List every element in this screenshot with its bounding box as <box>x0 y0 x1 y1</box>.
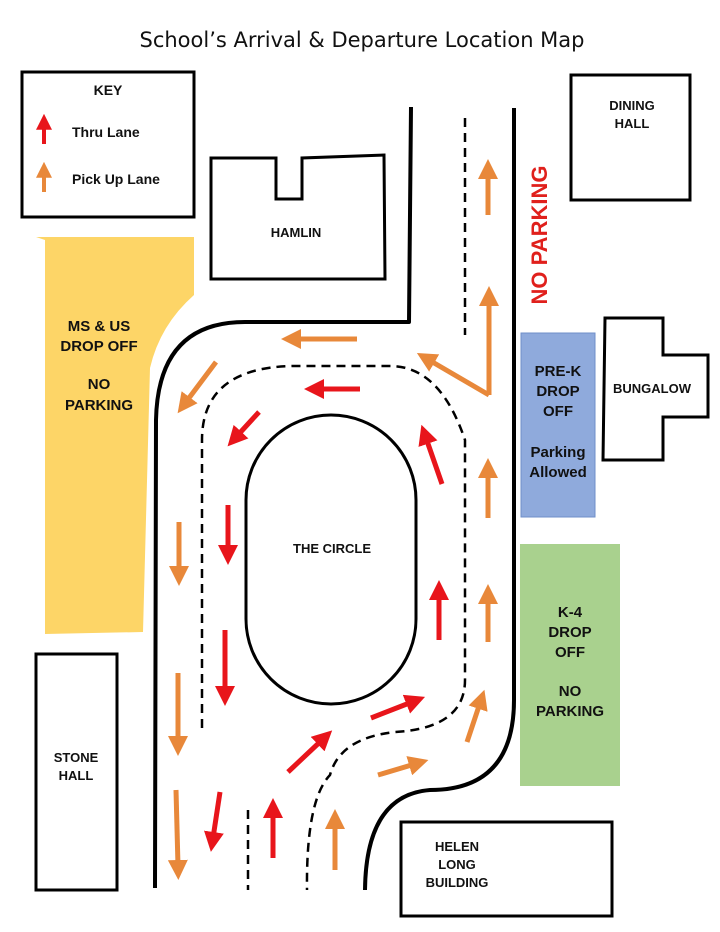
k4-dropoff-zone <box>520 544 620 786</box>
bungalow-building <box>601 316 710 462</box>
helen-long-label-line2: LONG <box>438 857 476 872</box>
key-box <box>20 70 196 219</box>
prek-label-line5: Allowed <box>529 464 587 481</box>
bungalow-label: BUNGALOW <box>613 381 692 396</box>
dining-hall-label-line2: HALL <box>615 116 650 131</box>
thru-arrow-icon <box>204 791 224 852</box>
k4-label-line5: PARKING <box>536 703 604 720</box>
road-left-curb <box>153 106 413 889</box>
thru-arrow-icon <box>227 410 261 447</box>
stone-hall-building <box>34 652 119 892</box>
stone-hall-label-line1: STONE <box>54 750 99 765</box>
key-heading: KEY <box>94 82 123 98</box>
pickup-arrow-icon <box>167 789 188 880</box>
thru-arrow-icon <box>418 424 445 485</box>
pickup-arrow-icon <box>464 689 488 743</box>
k4-label-line3: OFF <box>555 644 585 661</box>
k4-label-line4: NO <box>559 683 582 700</box>
road-right-curb <box>363 108 516 891</box>
dining-hall-label-line1: DINING <box>609 98 655 113</box>
thru-arrow-icon <box>370 694 426 721</box>
key-pickup-label: Pick Up Lane <box>72 171 160 187</box>
dining-hall-building <box>569 73 692 202</box>
prek-label-line1: PRE-K <box>535 363 582 380</box>
thru-lane-arrows <box>204 379 449 858</box>
pickup-lane-arrows <box>167 159 499 880</box>
prek-label-line2: DROP <box>536 383 579 400</box>
prek-label-line3: OFF <box>543 403 573 420</box>
pickup-arrow-icon <box>416 352 491 398</box>
the-circle <box>244 413 418 706</box>
k4-label-line2: DROP <box>548 624 591 641</box>
ms-us-label-line4: PARKING <box>65 397 133 414</box>
lane-divider-loop <box>200 364 467 891</box>
helen-long-label-line3: BUILDING <box>426 875 489 890</box>
stone-hall-label-line2: HALL <box>59 768 94 783</box>
helen-long-building <box>399 820 614 918</box>
hamlin-label: HAMLIN <box>271 225 322 240</box>
map-key: KEY Thru Lane Pick Up Lane <box>20 70 196 219</box>
pickup-arrow-icon <box>377 756 429 778</box>
key-thru-label: Thru Lane <box>72 124 140 140</box>
hamlin-building <box>209 153 387 281</box>
ms-us-label-line2: DROP OFF <box>60 338 137 355</box>
k4-label-line1: K-4 <box>558 604 583 621</box>
prek-dropoff-zone <box>520 332 596 518</box>
pickup-arrow-icon <box>177 360 218 414</box>
helen-long-label-line1: HELEN <box>435 839 479 854</box>
no-parking-sign: NO PARKING <box>527 166 552 305</box>
prek-label-line4: Parking <box>530 444 585 461</box>
map-title: School’s Arrival & Departure Location Ma… <box>139 28 584 52</box>
ms-us-dropoff-zone <box>36 237 194 634</box>
thru-arrow-icon <box>286 730 333 774</box>
circle-label: THE CIRCLE <box>293 541 371 556</box>
ms-us-label-line1: MS & US <box>68 318 131 335</box>
ms-us-label-line3: NO <box>88 376 111 393</box>
